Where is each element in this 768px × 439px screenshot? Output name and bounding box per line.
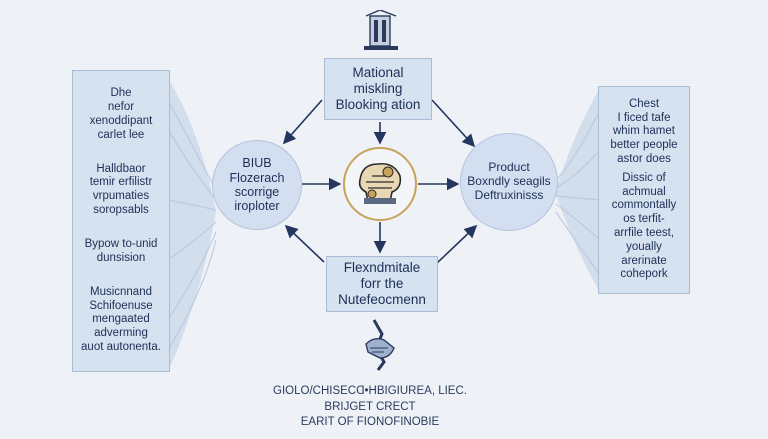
text-line: Flexndmitale <box>343 259 421 275</box>
text-line: Bypow to-unid <box>84 238 158 250</box>
text-line: Mational <box>352 64 404 80</box>
text-line: dunsision <box>96 251 146 264</box>
text-line: GIOLO/CHISECⱭ•HBIGIUREA, LIEC. <box>273 385 467 397</box>
text-line: youally <box>626 240 662 253</box>
text-line: mengaated <box>92 313 150 326</box>
text-line: iroploter <box>234 199 280 214</box>
text-line: scorrige <box>234 185 280 199</box>
text-line: Nutefeocmenn <box>338 292 426 308</box>
text-line: Halldbaor <box>96 162 146 175</box>
brain-gears-icon <box>342 146 418 222</box>
arrow-top-right <box>431 99 476 148</box>
text-line: commontally <box>611 199 677 212</box>
text-line: Dhe <box>110 87 132 100</box>
text-line: adverming <box>94 327 148 340</box>
text-line: whim hamet <box>612 125 675 138</box>
text-line: auot autonenta. <box>81 341 161 354</box>
text-line: Deftruxinisss <box>474 187 544 202</box>
text-line: cohepork <box>620 268 668 281</box>
arrow-bottom-right <box>435 224 478 265</box>
building-icon <box>362 9 400 52</box>
arrow-top-left <box>282 99 323 145</box>
text-line: xenoddipant <box>89 114 153 127</box>
text-line: Musicnnand <box>89 285 152 298</box>
text-line: I ficed tafe <box>617 111 671 124</box>
text-line: EARIT OF FIONOFINOBIE <box>300 416 440 429</box>
text-line: achmual <box>622 185 666 198</box>
text-line: Chest <box>628 97 660 110</box>
text-line: vrpumaties <box>92 190 150 203</box>
text-line: Dissic of <box>622 171 666 184</box>
text-line: BRIJGET CRECT <box>324 400 416 413</box>
text-line: better people <box>610 139 678 152</box>
text-line: Flozerach <box>229 170 285 185</box>
text-line: Blooking ation <box>335 97 421 113</box>
text-line: astor does <box>617 153 671 166</box>
arrow-bottom-left <box>284 224 325 263</box>
text-line: soropsabls <box>93 203 149 216</box>
text-line: forr the <box>360 275 404 291</box>
text-line: os terfit- <box>623 213 665 226</box>
text-line: Boxndly seagils <box>467 174 551 189</box>
text-line: Schifoenuse <box>89 299 153 312</box>
text-line: nefor <box>107 100 135 113</box>
text-line: carlet lee <box>97 128 145 141</box>
text-line: temir erfilistr <box>89 176 153 189</box>
text-line: BIUB <box>242 156 272 171</box>
text-line: miskling <box>353 80 403 96</box>
text-line: arerinate <box>621 254 667 267</box>
text-line: Product <box>488 160 530 175</box>
footer-caption: GIOLO/CHISECⱭ•HBIGIUREA, LIEC. BRIJGET CR… <box>220 384 520 431</box>
handshake-icon <box>360 318 402 372</box>
text-line: arrfile teest, <box>613 226 675 239</box>
